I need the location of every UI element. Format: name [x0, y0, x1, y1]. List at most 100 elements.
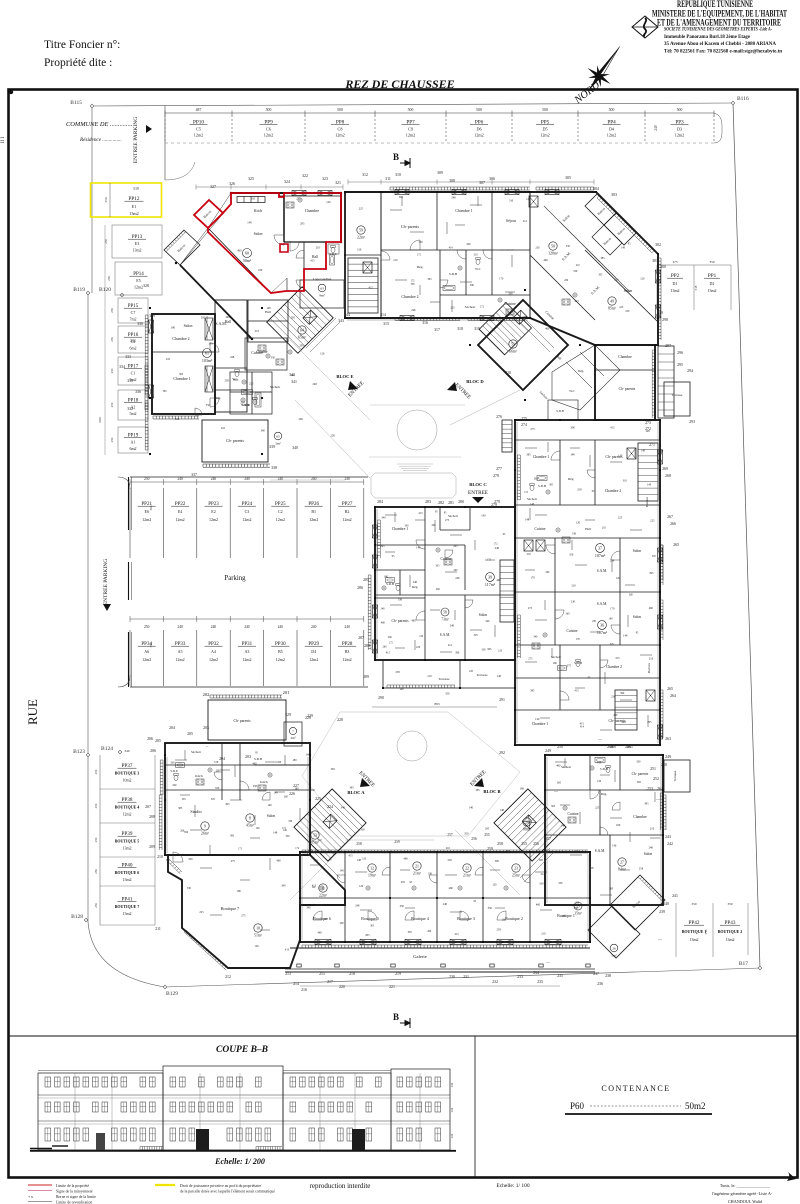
svg-text:8: 8	[249, 817, 251, 821]
svg-text:B128: B128	[71, 914, 83, 920]
svg-text:Ch- parents: Ch- parents	[605, 455, 623, 459]
svg-text:350: 350	[271, 357, 276, 360]
svg-text:140: 140	[268, 804, 273, 807]
svg-text:248: 248	[411, 309, 416, 312]
svg-text:210: 210	[527, 553, 532, 556]
svg-text:12m2: 12m2	[242, 657, 251, 662]
svg-text:BLOC A: BLOC A	[347, 790, 365, 795]
svg-text:120: 120	[576, 521, 581, 524]
svg-text:ENTREE: ENTREE	[468, 490, 488, 496]
svg-text:C2: C2	[278, 509, 283, 514]
svg-text:385: 385	[349, 787, 354, 790]
svg-text:PP22: PP22	[175, 502, 186, 507]
svg-text:287: 287	[358, 636, 364, 640]
svg-text:S.A.M.: S.A.M.	[595, 849, 606, 853]
svg-text:12m2: 12m2	[242, 517, 251, 522]
svg-text:13m2: 13m2	[725, 937, 734, 942]
svg-text:12m2: 12m2	[142, 657, 151, 662]
svg-text:206: 206	[147, 737, 153, 741]
svg-text:180: 180	[520, 787, 525, 790]
svg-text:327: 327	[210, 185, 216, 189]
svg-text:414: 414	[541, 873, 546, 876]
svg-text:390: 390	[470, 284, 475, 287]
svg-text:13m2: 13m2	[689, 937, 698, 942]
svg-text:reproduction interdite: reproduction interdite	[310, 1182, 371, 1190]
svg-text:237: 237	[593, 972, 599, 976]
svg-text:148: 148	[247, 221, 252, 224]
svg-text:21m²: 21m²	[463, 874, 472, 878]
svg-text:286: 286	[357, 586, 363, 590]
svg-text:E4: E4	[178, 509, 182, 514]
svg-text:267: 267	[667, 515, 673, 519]
svg-text:500: 500	[542, 108, 548, 112]
svg-text:95: 95	[409, 881, 412, 884]
svg-text:S.D.B: S.D.B	[538, 484, 547, 488]
svg-text:500: 500	[476, 108, 482, 112]
svg-text:9: 9	[204, 825, 206, 829]
svg-text:305: 305	[324, 918, 329, 921]
svg-text:248: 248	[313, 383, 318, 386]
svg-text:PP31: PP31	[242, 642, 253, 647]
svg-text:260: 260	[454, 569, 459, 572]
svg-text:Kitch: Kitch	[260, 780, 268, 784]
svg-text:210: 210	[221, 427, 226, 430]
svg-text:S.D.B: S.D.B	[600, 767, 609, 771]
svg-text:CHANDOUL Walid: CHANDOUL Walid	[728, 1199, 763, 1204]
svg-text:B: B	[393, 1012, 399, 1022]
svg-text:295: 295	[299, 345, 304, 348]
svg-text:218: 218	[349, 972, 355, 976]
svg-text:148: 148	[526, 198, 531, 201]
svg-text:II I: II I	[1, 137, 6, 144]
svg-text:295: 295	[300, 222, 305, 225]
svg-text:140: 140	[535, 718, 540, 721]
svg-text:255: 255	[484, 833, 490, 837]
svg-text:Salon: Salon	[479, 613, 488, 617]
svg-text:500: 500	[609, 108, 615, 112]
svg-text:210: 210	[251, 198, 256, 201]
svg-text:350: 350	[569, 553, 574, 556]
svg-text:107m²: 107m²	[597, 630, 608, 635]
svg-text:309: 309	[437, 171, 443, 175]
svg-text:213: 213	[285, 972, 291, 976]
svg-text:460: 460	[536, 903, 541, 906]
svg-text:415: 415	[619, 306, 624, 309]
svg-text:260: 260	[629, 594, 634, 597]
svg-text:240: 240	[663, 902, 669, 906]
svg-text:PP9: PP9	[264, 120, 273, 126]
svg-text:148: 148	[256, 827, 261, 830]
svg-text:140: 140	[399, 688, 404, 691]
svg-text:PP23: PP23	[208, 502, 219, 507]
svg-text:227: 227	[293, 784, 299, 788]
svg-text:PP40: PP40	[122, 863, 133, 869]
svg-text:202: 202	[203, 692, 210, 697]
svg-text:275: 275	[241, 914, 246, 917]
svg-text:260: 260	[432, 524, 437, 527]
svg-text:260: 260	[613, 714, 618, 717]
svg-text:230: 230	[611, 695, 616, 698]
svg-text:Cuisine: Cuisine	[251, 351, 263, 355]
svg-text:22m²: 22m²	[319, 894, 328, 898]
svg-text:12m2: 12m2	[675, 133, 685, 138]
svg-text:13m2: 13m2	[670, 288, 679, 293]
svg-text:Chambre 2: Chambre 2	[606, 665, 622, 669]
svg-text:263: 263	[665, 737, 671, 741]
svg-text:203: 203	[203, 726, 209, 730]
svg-text:294: 294	[687, 369, 693, 373]
svg-text:282: 282	[438, 501, 444, 505]
svg-text:BLOC C: BLOC C	[469, 482, 487, 487]
svg-text:D3: D3	[677, 127, 682, 132]
svg-text:25: 25	[576, 905, 580, 909]
svg-text:Boutique 1: Boutique 1	[557, 913, 575, 918]
svg-text:Echelle: 1/ 100: Echelle: 1/ 100	[496, 1183, 530, 1189]
svg-text:365: 365	[163, 390, 168, 393]
svg-text:240: 240	[244, 477, 250, 481]
svg-text:Dég.: Dég.	[412, 585, 419, 589]
svg-text:340: 340	[313, 860, 318, 863]
svg-text:S.D.B: S.D.B	[242, 403, 250, 407]
svg-text:Balcon: Balcon	[617, 226, 627, 236]
svg-text:148: 148	[357, 859, 362, 862]
svg-text:210: 210	[316, 247, 321, 250]
svg-text:45m²: 45m²	[246, 824, 255, 828]
svg-text:PP5: PP5	[541, 120, 550, 126]
svg-text:120: 120	[640, 277, 645, 280]
